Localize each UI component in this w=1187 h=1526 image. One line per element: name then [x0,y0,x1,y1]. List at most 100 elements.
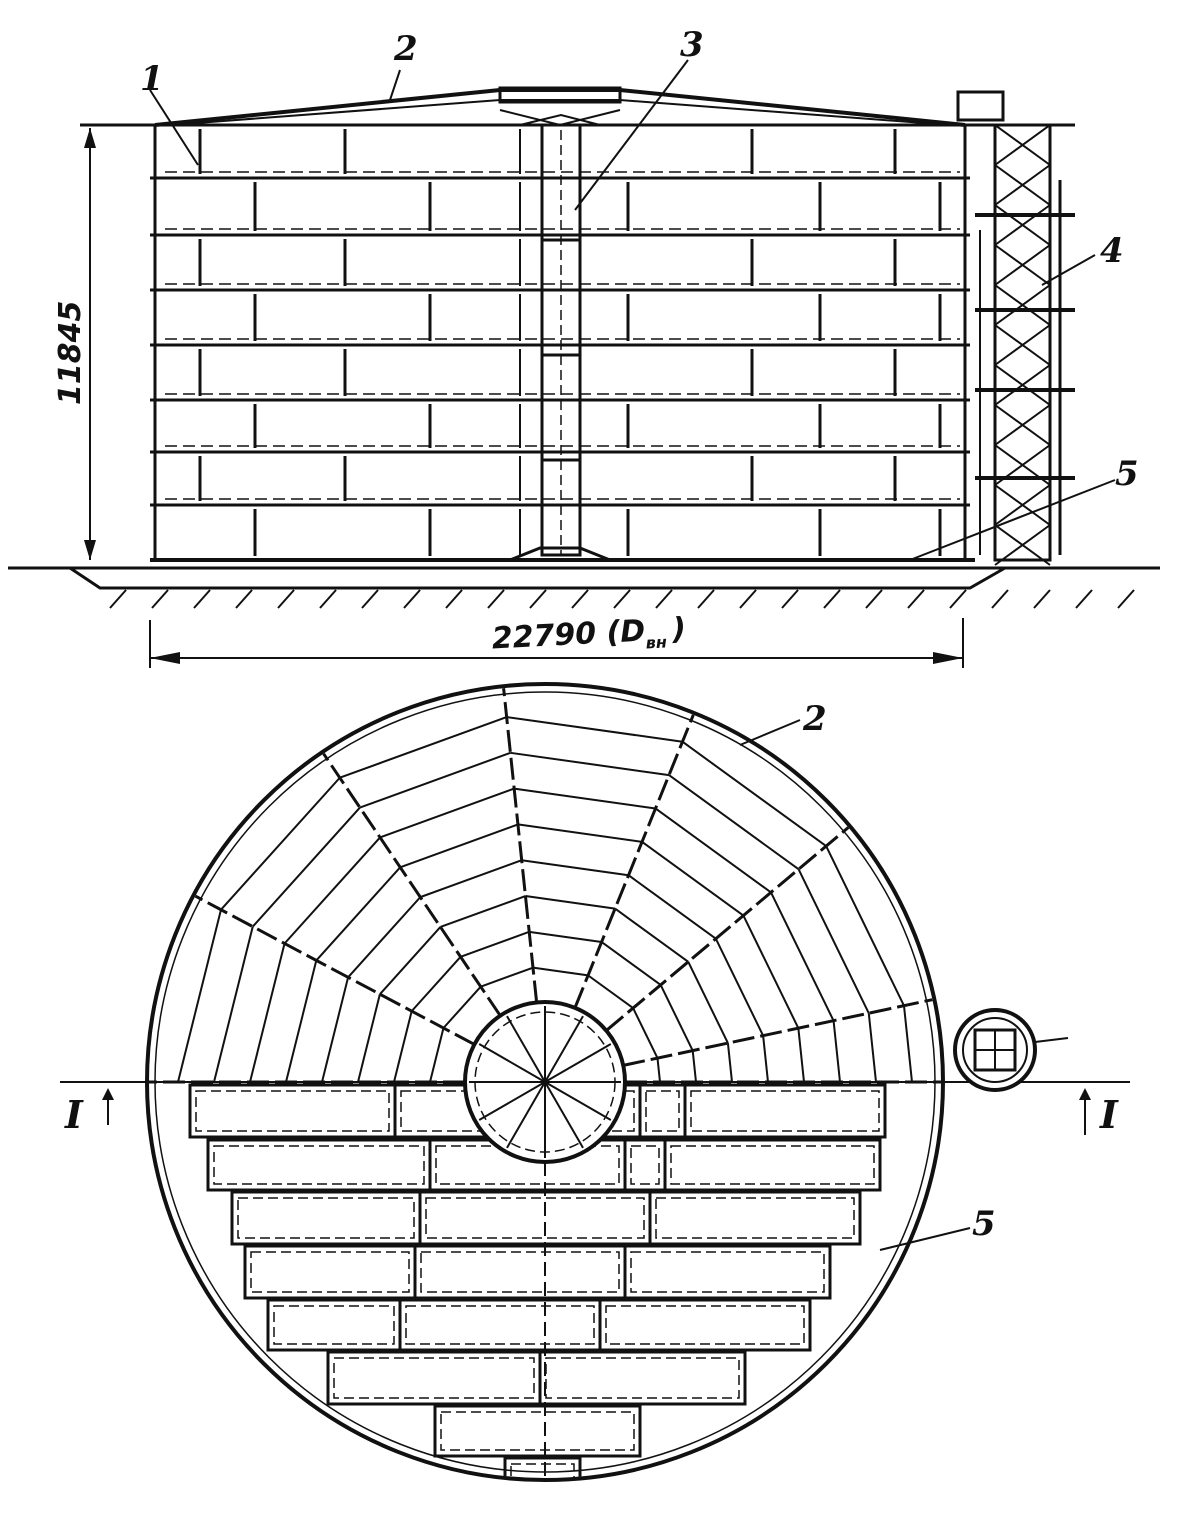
roof-panel-edge [832,1020,841,1083]
hatch-stroke [655,589,673,609]
lattice-brace [994,524,1051,566]
roof-sector-seam [605,826,850,1032]
hatch-stroke [613,589,631,609]
plan-callouts: 2 5 [739,699,996,1251]
bottom-plate-dashed [333,1357,535,1399]
hatch-stroke [865,589,883,609]
roof-panel-edge [440,895,526,928]
roof-sector-seam [194,894,476,1046]
bottom-plate [683,1083,887,1139]
roof-panel-edge [177,909,222,1083]
roof-panel-edge [379,787,515,839]
roof-panel-edge [742,915,800,1029]
bottom-plate-dashed [250,1251,410,1293]
roof-sector-seam [322,752,502,1017]
hub-spoke [544,1015,584,1083]
elevation-callouts: 1 2 3 4 5 [140,25,1139,561]
roof-panel-edge [825,845,905,1007]
roof-panel-edge [419,859,523,899]
section-marks: I I [64,1088,1119,1137]
hatch-stroke [907,589,925,609]
roof-panel-edge [691,1050,697,1083]
hatch-stroke [529,589,547,609]
roof-panel-edge [510,751,670,777]
roof-panel-edge [762,1035,769,1083]
bottom-plate [326,1350,542,1406]
bottom-plate-dashed [655,1197,855,1239]
lattice-brace [994,404,1051,446]
lattice-brace [994,124,1051,166]
roof [80,86,1075,127]
bottom-plate-dashed [510,1463,575,1478]
stair-tower [956,90,1075,566]
callout-2: 2 [393,29,418,69]
hub-spoke [544,1043,612,1083]
roof-panel-edge [357,993,381,1083]
roof-panel-edge [726,1043,733,1083]
lattice-brace [994,204,1051,246]
bottom-plate-dashed [545,1357,740,1399]
bottom-plate [188,1083,397,1139]
bottom-plate [623,1244,832,1300]
roof-panel-edge [659,984,694,1052]
roof-panel-edge [249,943,286,1083]
bottom-plate-dashed [237,1197,415,1239]
roof-panel-edge [902,1005,913,1083]
bottom-plate [413,1244,627,1300]
section-mark-right: I [1099,1092,1119,1137]
bottom-plate-dashed [425,1197,645,1239]
roof-panel-edge [627,874,717,940]
roof-panel-edge [315,866,401,962]
bottom-plate-dashed [213,1145,425,1185]
hub-spoke [478,1043,546,1083]
bottom-plate [243,1244,417,1300]
bottom-plate [538,1350,747,1406]
roof-panel-edge [347,896,422,978]
hatch-stroke [739,589,757,609]
callout-4: 4 [1100,231,1124,271]
hatch-stroke [949,589,967,609]
roof-panel-edge [220,777,341,911]
ground [8,566,1160,609]
lattice-brace [994,484,1051,526]
hatch-stroke [361,589,379,609]
callout-1: 1 [140,59,164,99]
bottom-plate [206,1138,432,1192]
roof-panel-edge [532,966,589,977]
diameter-dimension-label: 22790 (Dвн) [491,611,687,660]
bottom-plate [418,1190,652,1246]
stair-tower-plan [953,1008,1069,1092]
hatch-stroke [991,589,1009,609]
bottom-plate [433,1404,642,1458]
plan-callout-5: 5 [972,1204,996,1244]
roof-panel-edge [359,751,511,809]
roof-panel-edge [410,956,462,1012]
roof-panel-edge [656,1057,661,1083]
roof-panel-edge [797,868,870,1014]
roof-panel-edge [442,985,482,1029]
callout-3: 3 [680,25,704,65]
plan-callout-2: 2 [802,699,827,739]
callout-5: 5 [1115,454,1139,494]
roof-panel-edge [681,740,827,847]
roof-panel-edge [283,836,381,945]
lattice-brace [994,284,1051,326]
hatch-stroke [781,589,799,609]
roof-panel-edge [339,716,507,779]
roof-panel-edge [393,1010,413,1083]
bottom-plate-dashed [405,1305,595,1345]
hatch-stroke [151,589,169,609]
roof-panel-edge [480,966,534,988]
roof-panel-edge [521,859,629,877]
roof-sector-seam [502,688,539,1003]
hatch-stroke [1075,589,1093,609]
roof-panel-edge [714,938,765,1037]
roof-panel-edge [517,823,643,843]
hatch-stroke [571,589,589,609]
hatch-stroke [445,589,463,609]
elevation-view: 11845 22790 (Dвн) 1 2 3 4 5 [8,25,1160,668]
roof-sector-seam [573,714,695,1009]
hatch-stroke [403,589,421,609]
roof-panel-edge [614,907,689,963]
roof-panel-edge [321,977,350,1083]
